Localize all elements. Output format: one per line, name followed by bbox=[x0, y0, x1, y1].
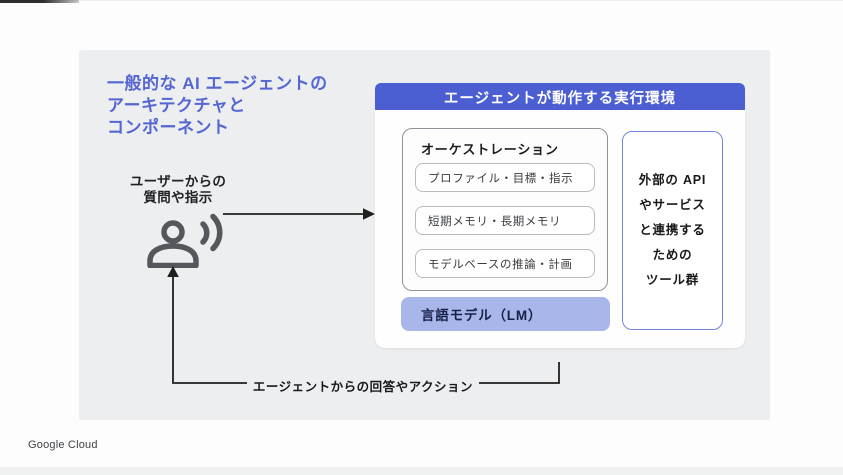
environment-panel: オーケストレーション プロファイル・目標・指示 短期メモリ・長期メモリ モデルベ… bbox=[375, 110, 745, 348]
language-model-label: 言語モデル（LM） bbox=[421, 308, 543, 323]
person-body bbox=[147, 243, 199, 268]
feedback-label: エージェントからの回答やアクション bbox=[252, 380, 474, 394]
user-input-label: ユーザーからの 質問や指示 bbox=[118, 174, 238, 206]
sound-wave-inner bbox=[200, 221, 210, 245]
top-frame-hairline bbox=[0, 0, 843, 1]
slide-title: 一般的な AI エージェントの アーキテクチャと コンポーネント bbox=[107, 73, 367, 139]
language-model-bar: 言語モデル（LM） bbox=[401, 297, 610, 331]
environment-header-bar: エージェントが動作する実行環境 bbox=[375, 83, 745, 111]
tools-text-line: やサービス bbox=[639, 198, 706, 212]
orchestration-item-reasoning: モデルベースの推論・計画 bbox=[415, 249, 595, 278]
sound-wave-outer bbox=[210, 213, 223, 252]
orchestration-title: オーケストレーション bbox=[421, 142, 559, 157]
person-head bbox=[161, 220, 185, 244]
orchestration-box: オーケストレーション プロファイル・目標・指示 短期メモリ・長期メモリ モデルベ… bbox=[402, 128, 608, 291]
tools-text-line: 外部の API bbox=[638, 173, 707, 187]
user-input-label-line: 質問や指示 bbox=[143, 190, 213, 205]
slide-title-line: アーキテクチャと bbox=[107, 96, 246, 115]
orchestration-item-memory: 短期メモリ・長期メモリ bbox=[415, 206, 595, 235]
bottom-frame-strip bbox=[0, 467, 843, 475]
slide-title-line: 一般的な AI エージェントの bbox=[107, 74, 328, 93]
person-speaking-icon bbox=[147, 213, 223, 268]
tools-text-line: ための bbox=[652, 248, 693, 262]
tools-text-line: と連携する bbox=[639, 223, 706, 237]
environment-header-label: エージェントが動作する実行環境 bbox=[443, 90, 677, 107]
user-input-label-line: ユーザーからの bbox=[129, 174, 227, 189]
slide-title-line: コンポーネント bbox=[107, 118, 230, 137]
orchestration-item-profile: プロファイル・目標・指示 bbox=[415, 163, 595, 192]
top-frame-artifact bbox=[0, 0, 79, 3]
external-tools-box: 外部の API やサービス と連携する ための ツール群 bbox=[622, 131, 723, 330]
brand-logo-text: Google Cloud bbox=[28, 439, 98, 451]
tools-text-line: ツール群 bbox=[645, 273, 700, 287]
